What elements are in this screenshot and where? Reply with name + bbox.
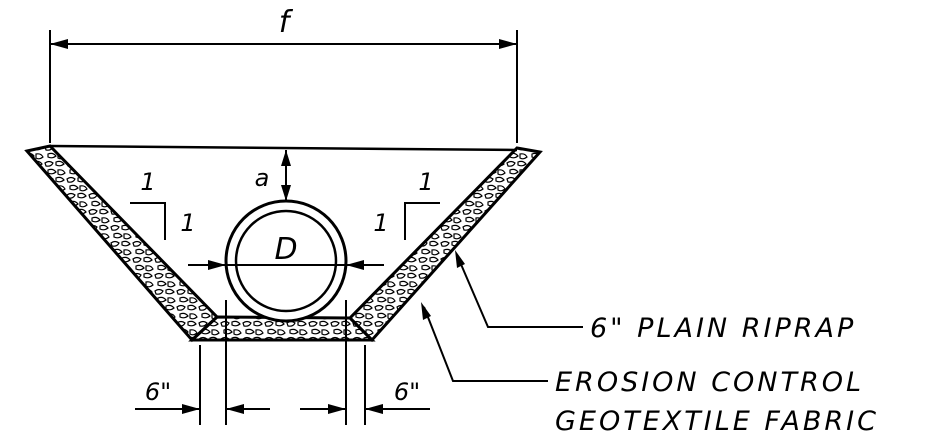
left-offset-label: 6" xyxy=(145,378,171,406)
fabric-callout-line2: GEOTEXTILE FABRIC xyxy=(555,406,879,437)
bottom-offset-dimensions xyxy=(135,300,430,425)
fabric-leader xyxy=(421,302,548,382)
riprap-callout: 6" PLAIN RIPRAP xyxy=(590,313,856,344)
pipe-diameter-label: D xyxy=(274,232,297,267)
right-slope-vertical-label: 1 xyxy=(418,168,433,196)
pipe xyxy=(224,199,348,323)
fabric-callout-line1: EROSION CONTROL xyxy=(555,367,864,398)
right-slope-indicator xyxy=(404,202,440,240)
right-offset-label: 6" xyxy=(394,378,420,406)
left-slope-vertical-label: 1 xyxy=(140,168,155,196)
top-of-channel-line xyxy=(49,144,518,152)
cover-depth-dimension xyxy=(281,150,291,201)
riprap-leader xyxy=(455,250,583,328)
top-width-label: f xyxy=(279,5,294,40)
diameter-dimension xyxy=(188,260,384,270)
left-slope-horizontal-label: 1 xyxy=(180,209,195,237)
cover-depth-label: a xyxy=(255,164,270,192)
riprap-lining xyxy=(24,144,543,343)
top-width-dimension xyxy=(49,30,518,143)
left-slope-indicator xyxy=(130,202,166,240)
right-slope-horizontal-label: 1 xyxy=(373,209,388,237)
